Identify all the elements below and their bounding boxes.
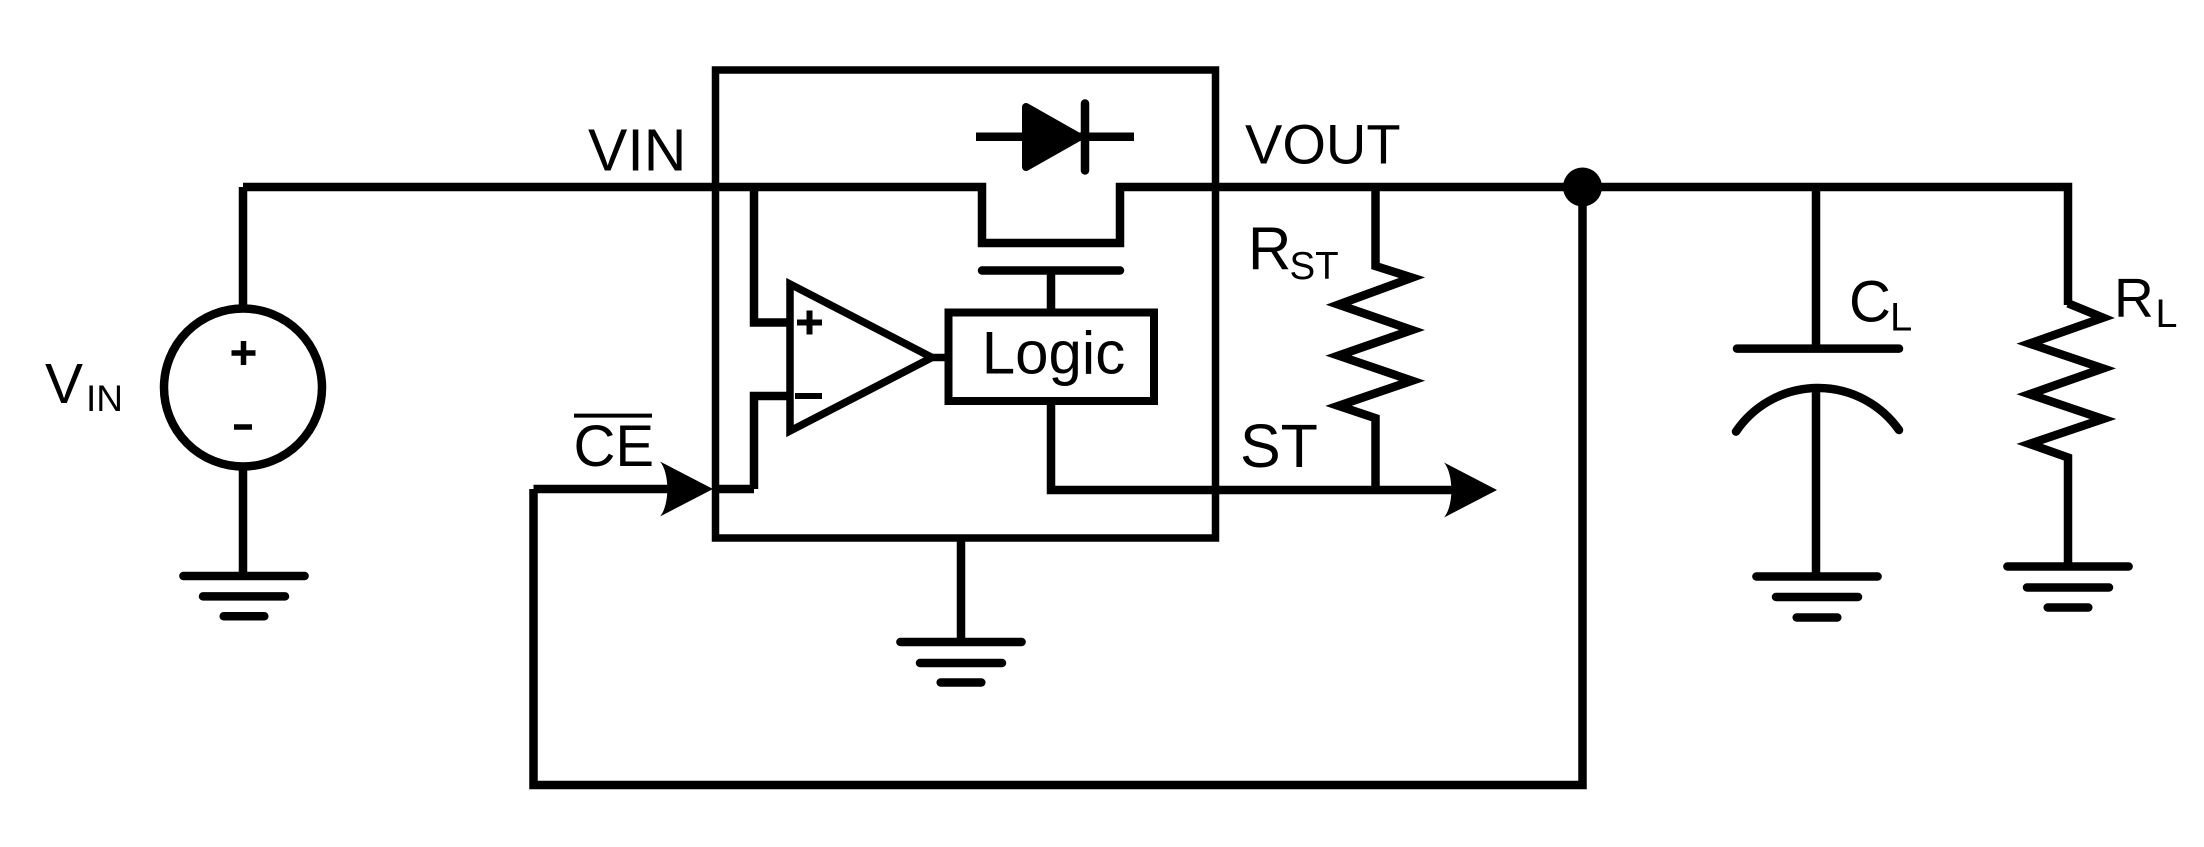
svg-text:L: L	[2156, 292, 2178, 336]
svg-text:VOUT: VOUT	[1245, 113, 1401, 176]
svg-text:C: C	[1849, 270, 1891, 335]
svg-text:CE: CE	[574, 414, 655, 479]
svg-text:ST: ST	[1240, 412, 1318, 480]
svg-text:V: V	[45, 352, 83, 416]
svg-text:R: R	[2114, 267, 2154, 329]
svg-text:VIN: VIN	[588, 118, 686, 184]
svg-text:L: L	[1890, 296, 1912, 340]
svg-text:R: R	[1248, 216, 1291, 283]
svg-text:Logic: Logic	[982, 320, 1125, 387]
svg-text:ST: ST	[1290, 245, 1339, 288]
svg-text:IN: IN	[86, 378, 123, 419]
